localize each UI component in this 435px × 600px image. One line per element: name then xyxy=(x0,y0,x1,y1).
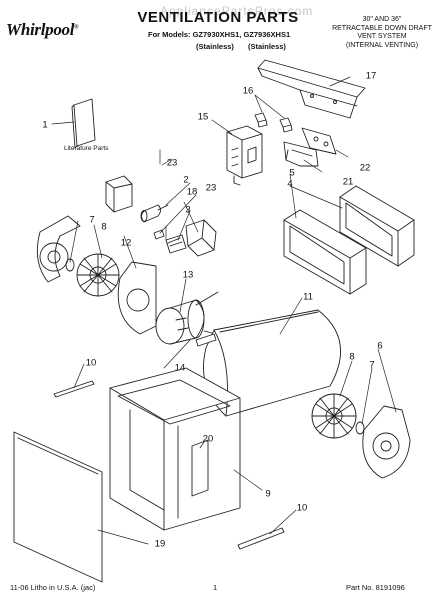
motor-mount-plate-part xyxy=(117,261,157,335)
footer-litho: 11-06 Litho in U.S.A. (jac) xyxy=(10,583,96,592)
cord-clamp-upper-part xyxy=(105,175,133,213)
back-panel-part xyxy=(13,431,103,583)
callout-8-left: 8 xyxy=(101,221,107,233)
callout-23-upper: 23 xyxy=(166,157,178,169)
callout-16: 16 xyxy=(242,85,254,97)
brand-logo: Whirlpool® xyxy=(6,20,79,39)
callout-23-lower: 23 xyxy=(205,182,217,194)
top-bracket-part xyxy=(257,59,366,119)
left-blower-housing-part xyxy=(36,215,81,283)
callout-22: 22 xyxy=(359,162,371,174)
main-housing-part xyxy=(109,367,241,531)
callout-11: 11 xyxy=(303,291,313,303)
callout-leader-lines xyxy=(51,76,397,545)
callout-15: 15 xyxy=(197,111,209,123)
page-title: VENTILATION PARTS xyxy=(137,9,299,26)
system-line-1: 30" AND 36" xyxy=(362,16,402,23)
callout-12: 12 xyxy=(120,237,132,249)
footer-page-number: 1 xyxy=(213,583,218,592)
callout-4: 4 xyxy=(287,178,293,190)
right-blower-ring-part xyxy=(355,421,365,435)
scroll-housing-part xyxy=(203,309,342,417)
callout-8-right: 8 xyxy=(349,351,355,363)
left-blower-ring-part xyxy=(65,258,75,272)
callout-3: 3 xyxy=(185,204,191,216)
callout-20: 20 xyxy=(202,433,214,445)
left-blower-wheel-part xyxy=(76,253,120,297)
callout-7-right: 7 xyxy=(369,359,375,371)
shaft-part xyxy=(195,333,217,347)
inner-duct-part xyxy=(283,209,367,295)
switch-clips-part xyxy=(254,112,293,133)
switch-bracket-part xyxy=(301,127,337,155)
terminal-block-part xyxy=(165,234,187,254)
control-module-part xyxy=(226,125,263,186)
callout-10-upper: 10 xyxy=(85,357,97,369)
callout-13: 13 xyxy=(182,269,194,281)
blower-motor-part xyxy=(155,291,219,345)
switch-cover-part xyxy=(283,141,319,167)
callout-5: 5 xyxy=(289,167,295,179)
literature-parts-label: Literature Parts xyxy=(64,145,109,152)
system-line-4: (INTERNAL VENTING) xyxy=(345,41,419,49)
models-line: For Models: GZ7930XHS1, GZ7936XHS1 xyxy=(148,30,291,39)
callout-7-left: 7 xyxy=(89,214,95,226)
system-line-3: VENT SYSTEM xyxy=(357,33,407,40)
brand-name: Whirlpool xyxy=(6,20,75,39)
literature-booklet-part xyxy=(71,98,96,149)
system-line-2: RETRACTABLE DOWN DRAFT xyxy=(332,24,432,32)
callout-14: 14 xyxy=(174,362,186,374)
side-plate-part xyxy=(191,439,209,497)
capacitor-part xyxy=(140,204,169,223)
callout-18: 18 xyxy=(186,186,198,198)
footer-part-number: Part No. 8191096 xyxy=(346,583,405,592)
model-variant-1: (Stainless) xyxy=(196,42,234,51)
mounting-strip-lower-part xyxy=(237,527,285,550)
callout-9: 9 xyxy=(265,488,271,500)
right-blower-wheel-part xyxy=(311,393,357,439)
system-description: 30" AND 36" RETRACTABLE DOWN DRAFT VENT … xyxy=(330,16,434,50)
mounting-strip-upper-part xyxy=(53,380,95,398)
callout-21: 21 xyxy=(342,176,354,188)
model-variant-2: (Stainless) xyxy=(248,42,286,51)
terminal-part xyxy=(153,229,165,240)
cord-clamp-lower-part xyxy=(185,219,217,257)
callout-2: 2 xyxy=(183,174,189,186)
callout-19: 19 xyxy=(154,538,166,550)
callout-10-lower: 10 xyxy=(296,502,308,514)
callout-1: 1 xyxy=(42,119,48,131)
outer-duct-part xyxy=(339,185,415,267)
watermark: AppliancePartsPros.com xyxy=(160,4,314,18)
callout-6: 6 xyxy=(377,340,383,352)
callout-17: 17 xyxy=(365,70,377,82)
right-blower-housing-part xyxy=(362,405,411,479)
